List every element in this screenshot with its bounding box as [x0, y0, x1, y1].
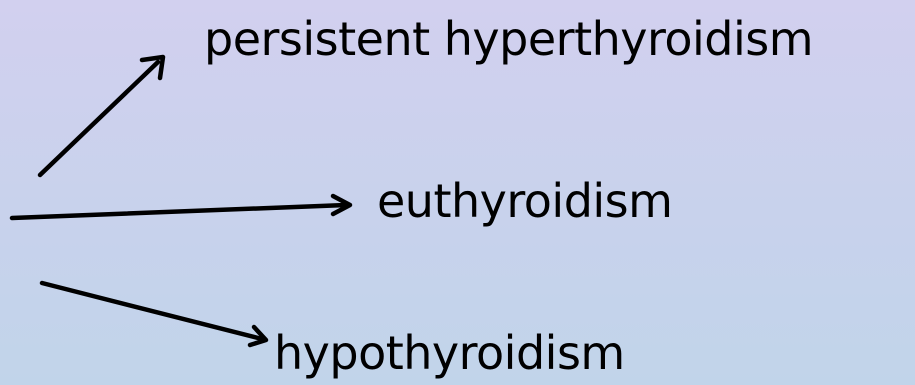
outcome-label-euthyroidism: euthyroidism	[377, 174, 673, 228]
arrow-to-euthyroidism	[9, 193, 353, 221]
outcome-label-persistent-hyperthyroidism: persistent hyperthyroidism	[204, 12, 814, 66]
arrow-to-persistent-hyperthyroidism	[37, 54, 166, 178]
outcome-label-hypothyroidism: hypothyroidism	[274, 326, 625, 380]
arrow-to-hypothyroidism	[39, 280, 269, 348]
